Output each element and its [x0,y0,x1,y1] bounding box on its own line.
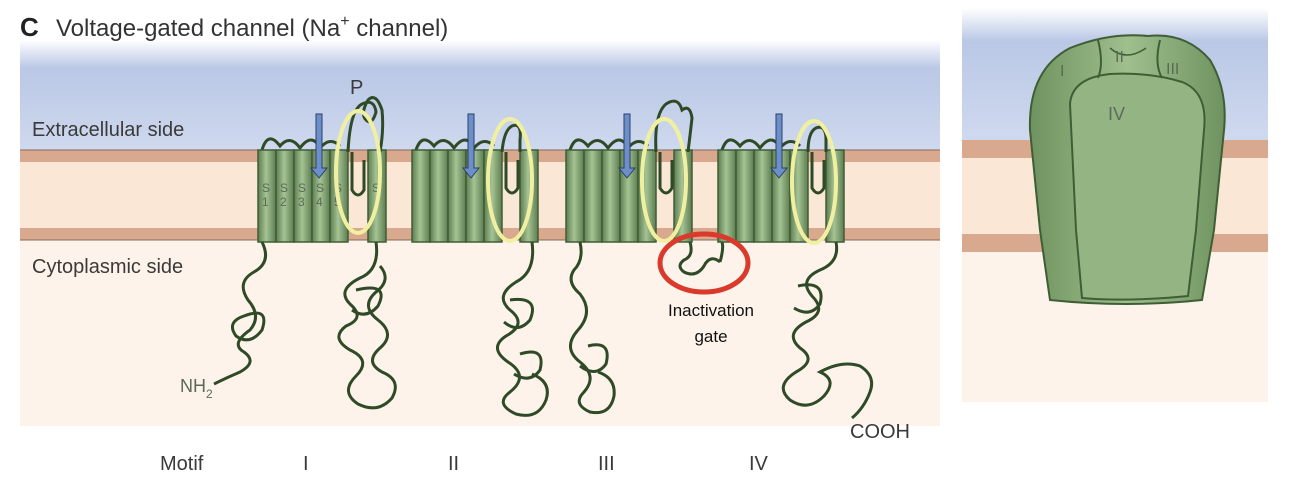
pore-highlight-4 [790,119,838,245]
pore-highlight-1 [334,109,382,235]
seg-label-4: 4 [316,195,323,209]
voltage-sensor-arrows [309,113,789,179]
cooh-label: COOH [850,421,910,443]
seg-label-3: 3 [298,195,305,209]
arrow-motif-2 [461,113,481,179]
nh2-label: NH2 [180,376,213,401]
motif-label-3: III [598,453,615,475]
p-loop-label: P [350,77,363,99]
right-panel: I II III IV [962,8,1268,402]
arrow-motif-4 [769,113,789,179]
seg-label-s: S [262,181,270,195]
motif-label-1: I [303,453,309,475]
left-panel [20,40,940,426]
channel-3d-front-subunit [1068,72,1206,301]
seg-label-1: 1 [262,195,269,209]
seg-label-s: S [316,181,324,195]
inactivation-label-line2: gate [694,327,727,346]
seg-label-2: 2 [280,195,287,209]
channel3d-label-1: I [1060,63,1064,80]
cytoplasmic-label: Cytoplasmic side [32,256,183,278]
seg-label-s: S [372,181,380,195]
pore-loop-highlights [334,109,838,245]
pore-highlight-2 [486,117,534,243]
motif-row-label: Motif [160,453,204,475]
pore-highlight-3 [640,117,688,243]
arrow-motif-3 [617,113,637,179]
channel3d-label-4: IV [1108,104,1125,124]
figure-title: Voltage-gated channel (Na+ channel) [56,13,448,42]
inactivation-label-line1: Inactivation [668,301,754,320]
arrow-motif-1 [309,113,329,179]
extracellular-label: Extracellular side [32,119,184,141]
motif-label-4: IV [749,453,769,475]
channel3d-label-2: II [1115,49,1124,66]
extracellular-region [20,40,940,152]
motif-1: S 1 S 2 S 3 S 4 S 5 S P NH2 [180,77,397,410]
channel3d-label-3: III [1166,61,1179,78]
motif-label-2: II [448,453,459,475]
inactivation-gate-highlight [657,231,751,295]
panel-letter: C [20,12,39,42]
seg-label-s: S [298,181,306,195]
seg-label-s: S [280,181,288,195]
